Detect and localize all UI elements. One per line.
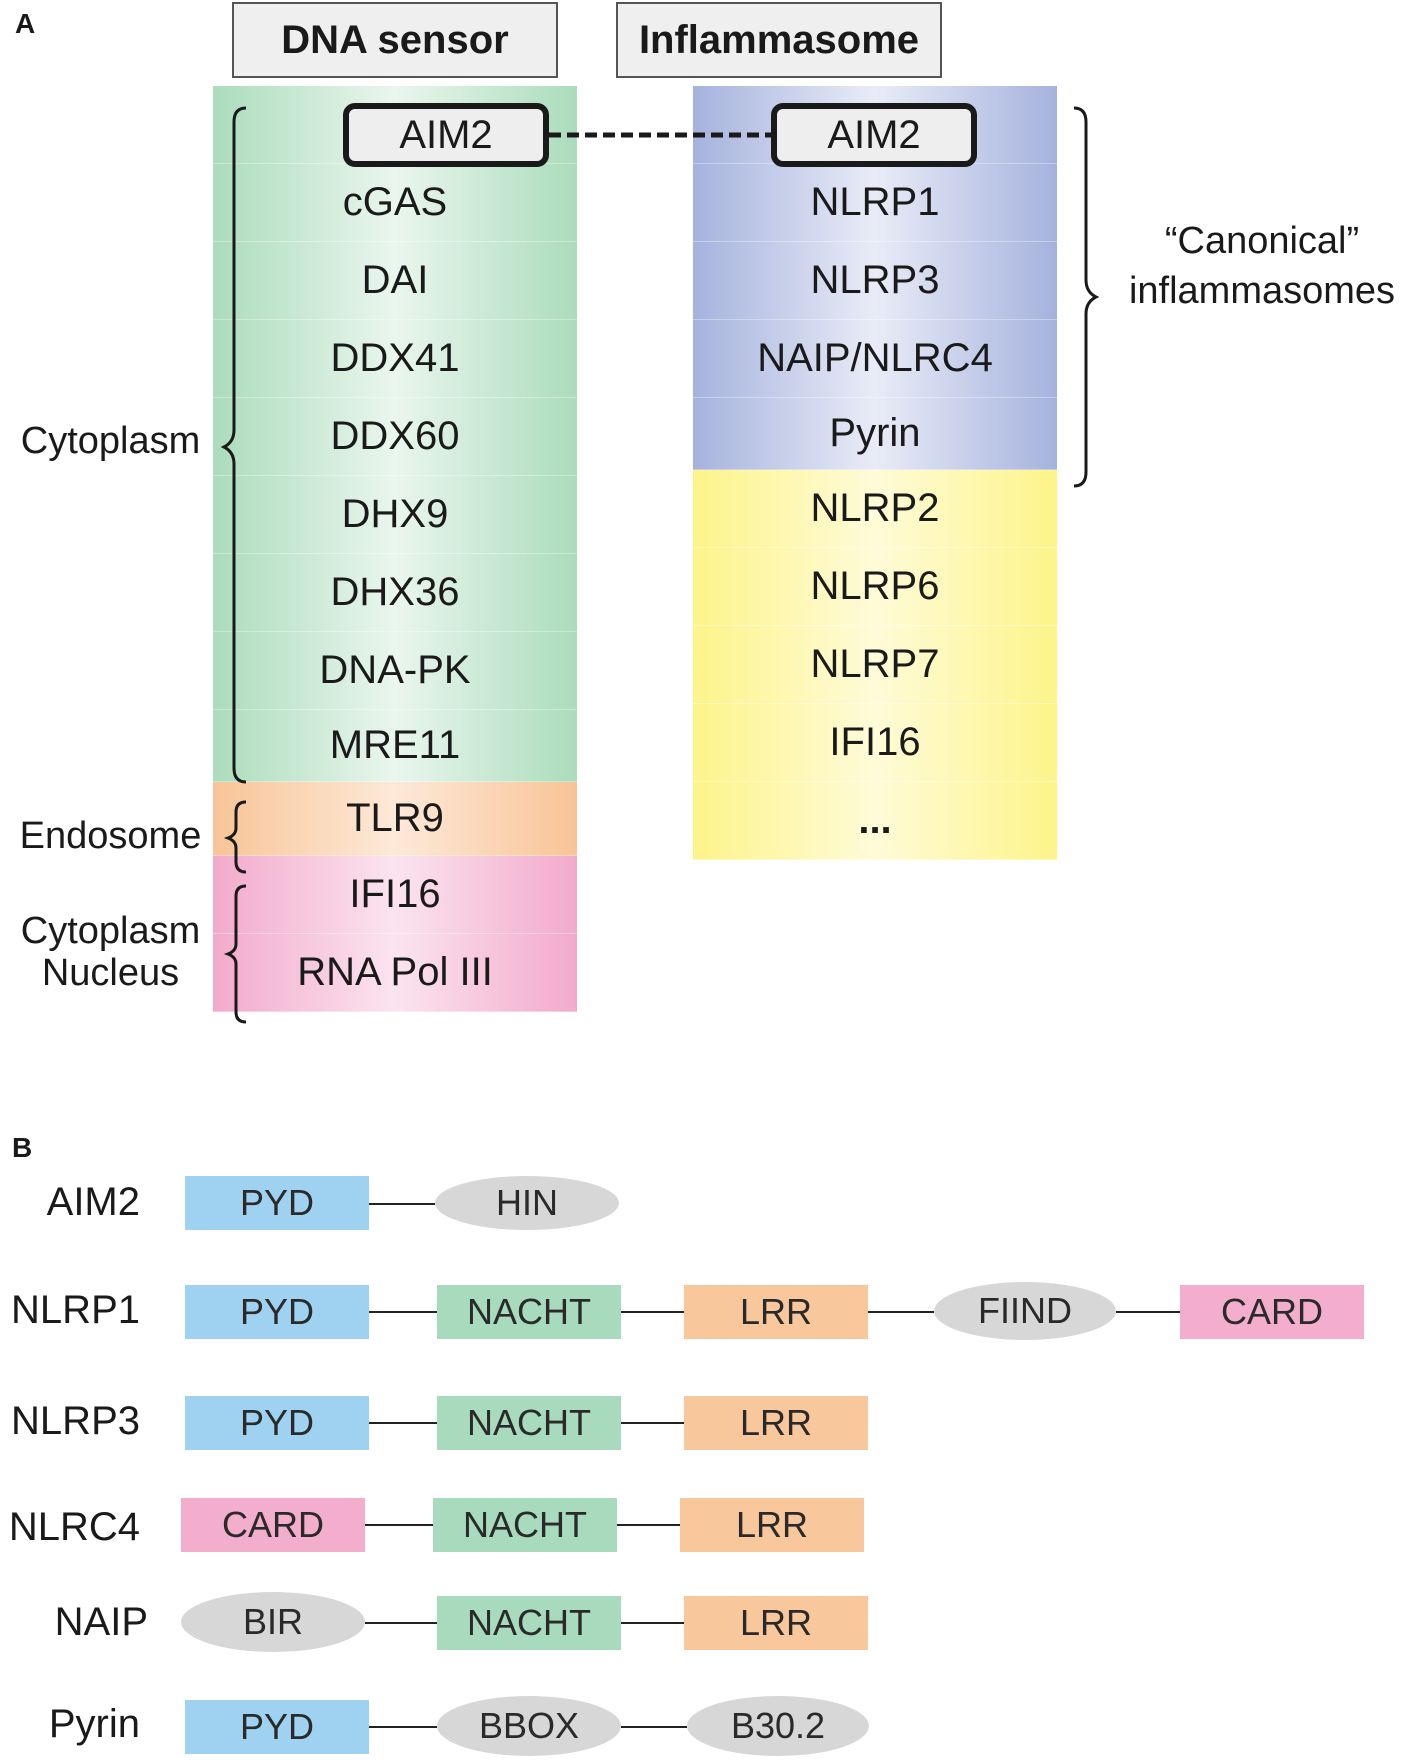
inflammasome-label: NLRP7 [810,642,940,686]
card-domain: CARD [1180,1285,1364,1339]
pyd-domain: PYD [185,1700,369,1754]
domain-linker [621,1422,684,1424]
domain-linker [365,1622,437,1624]
pyd-domain: PYD [185,1396,369,1450]
inflammasome-label: NLRP3 [810,258,940,302]
domain-linker [369,1311,437,1313]
cytoplasm-nucleus-brace [223,884,247,1024]
dna-sensor-label: DHX9 [341,492,449,536]
dna-sensor-header: DNA sensor [232,2,558,78]
dna-sensor-label: DDX60 [330,414,460,458]
dna-sensor-label: MRE11 [329,723,461,767]
cytoplasm-brace [220,106,247,784]
panel-b-label: B [12,1132,33,1163]
lrr-domain: LRR [684,1596,868,1650]
fiind-domain: FIIND [934,1282,1116,1340]
protein-name: Pyrin [48,1702,140,1746]
card-domain: CARD [181,1498,365,1552]
inflammasome-cell: NLRP2 [693,470,1057,548]
domain-linker [365,1524,433,1526]
domain-linker [621,1622,684,1624]
protein-name: NLRP3 [11,1399,140,1443]
dna-sensor-cell: cGAS [213,164,577,242]
dna-sensor-cell: MRE11 [213,710,577,782]
domain-linker [621,1311,684,1313]
protein-name: NLRC4 [8,1505,140,1549]
domain-linker [1116,1311,1180,1313]
lrr-domain: LRR [680,1498,864,1552]
lrr-domain: LRR [684,1285,868,1339]
aim2-sensor-box: AIM2 [343,103,549,167]
panel-a-label: A [15,8,36,39]
hin-domain: HIN [435,1176,619,1230]
protein-name: AIM2 [46,1180,140,1224]
pyd-domain: PYD [185,1285,369,1339]
nacht-domain: NACHT [433,1498,617,1552]
inflammasome-cell: NLRP6 [693,548,1057,626]
dna-sensor-label: DHX36 [330,570,460,614]
inflammasome-cell: ... [693,782,1057,860]
inflammasome-cell: NAIP/NLRC4 [693,320,1057,398]
aim2-inflammasome-box: AIM2 [771,103,977,167]
inflammasome-label: IFI16 [829,720,921,764]
nacht-domain: NACHT [437,1596,621,1650]
endosome-brace [223,800,247,874]
inflammasome-header: Inflammasome [616,2,942,78]
domain-linker [617,1524,680,1526]
dna-sensor-cell: DHX36 [213,554,577,632]
dna-sensor-cell: DAI [213,242,577,320]
inflammasome-label: ... [858,798,892,842]
dna-sensor-cell: DNA-PK [213,632,577,710]
inflammasome-label: NLRP2 [810,486,940,530]
domain-linker [369,1203,435,1205]
inflammasome-label: NLRP1 [810,180,940,224]
inflammasome-cell: Pyrin [693,398,1057,470]
dna-sensor-cell-nuclear: RNA Pol III [213,934,577,1012]
nacht-domain: NACHT [437,1285,621,1339]
canonical-brace [1073,106,1100,488]
inflammasome-cell: IFI16 [693,704,1057,782]
aim2-inflammasome-label: AIM2 [827,112,921,157]
pyd-domain: PYD [185,1176,369,1230]
bbox-domain: BBOX [437,1696,621,1756]
nacht-domain: NACHT [437,1396,621,1450]
domain-linker [369,1422,437,1424]
dna-sensor-cell: DDX60 [213,398,577,476]
dna-sensor-label: RNA Pol III [297,950,493,994]
inflammasome-label: Pyrin [829,411,921,455]
dna-sensor-cell-nuclear: IFI16 [213,856,577,934]
protein-name: NAIP [54,1600,148,1644]
canonical-label-line1: “Canonical” [1164,220,1360,262]
bir-domain: BIR [181,1592,365,1652]
inflammasome-label: NAIP/NLRC4 [757,336,993,380]
domain-linker [868,1311,934,1313]
dna-sensor-label: cGAS [342,180,448,224]
canonical-label-line2: inflammasomes [1128,270,1396,312]
protein-name: NLRP1 [11,1288,140,1332]
dna-sensor-cell-endosome: TLR9 [213,782,577,856]
dna-sensor-label: IFI16 [349,872,441,916]
cytoplasm-label: Cytoplasm [20,420,201,462]
lrr-domain: LRR [684,1396,868,1450]
dna-sensor-cell: DDX41 [213,320,577,398]
cytoplasm-nucleus-label-line1: Cytoplasm [20,910,201,952]
dna-sensor-cell: DHX9 [213,476,577,554]
dna-sensor-label: DNA-PK [319,648,471,692]
dna-sensor-label: TLR9 [346,796,444,840]
inflammasome-cell: NLRP7 [693,626,1057,704]
inflammasome-cell: NLRP1 [693,164,1057,242]
domain-linker [369,1726,437,1728]
aim2-sensor-label: AIM2 [399,112,493,157]
dna-sensor-label: DDX41 [330,336,460,380]
inflammasome-label: NLRP6 [810,564,940,608]
endosome-label: Endosome [19,815,202,857]
b30-2-domain: B30.2 [687,1696,869,1756]
cytoplasm-nucleus-label-line2: Nucleus [41,952,180,994]
domain-linker [621,1726,687,1728]
inflammasome-cell: NLRP3 [693,242,1057,320]
dna-sensor-label: DAI [361,258,429,302]
